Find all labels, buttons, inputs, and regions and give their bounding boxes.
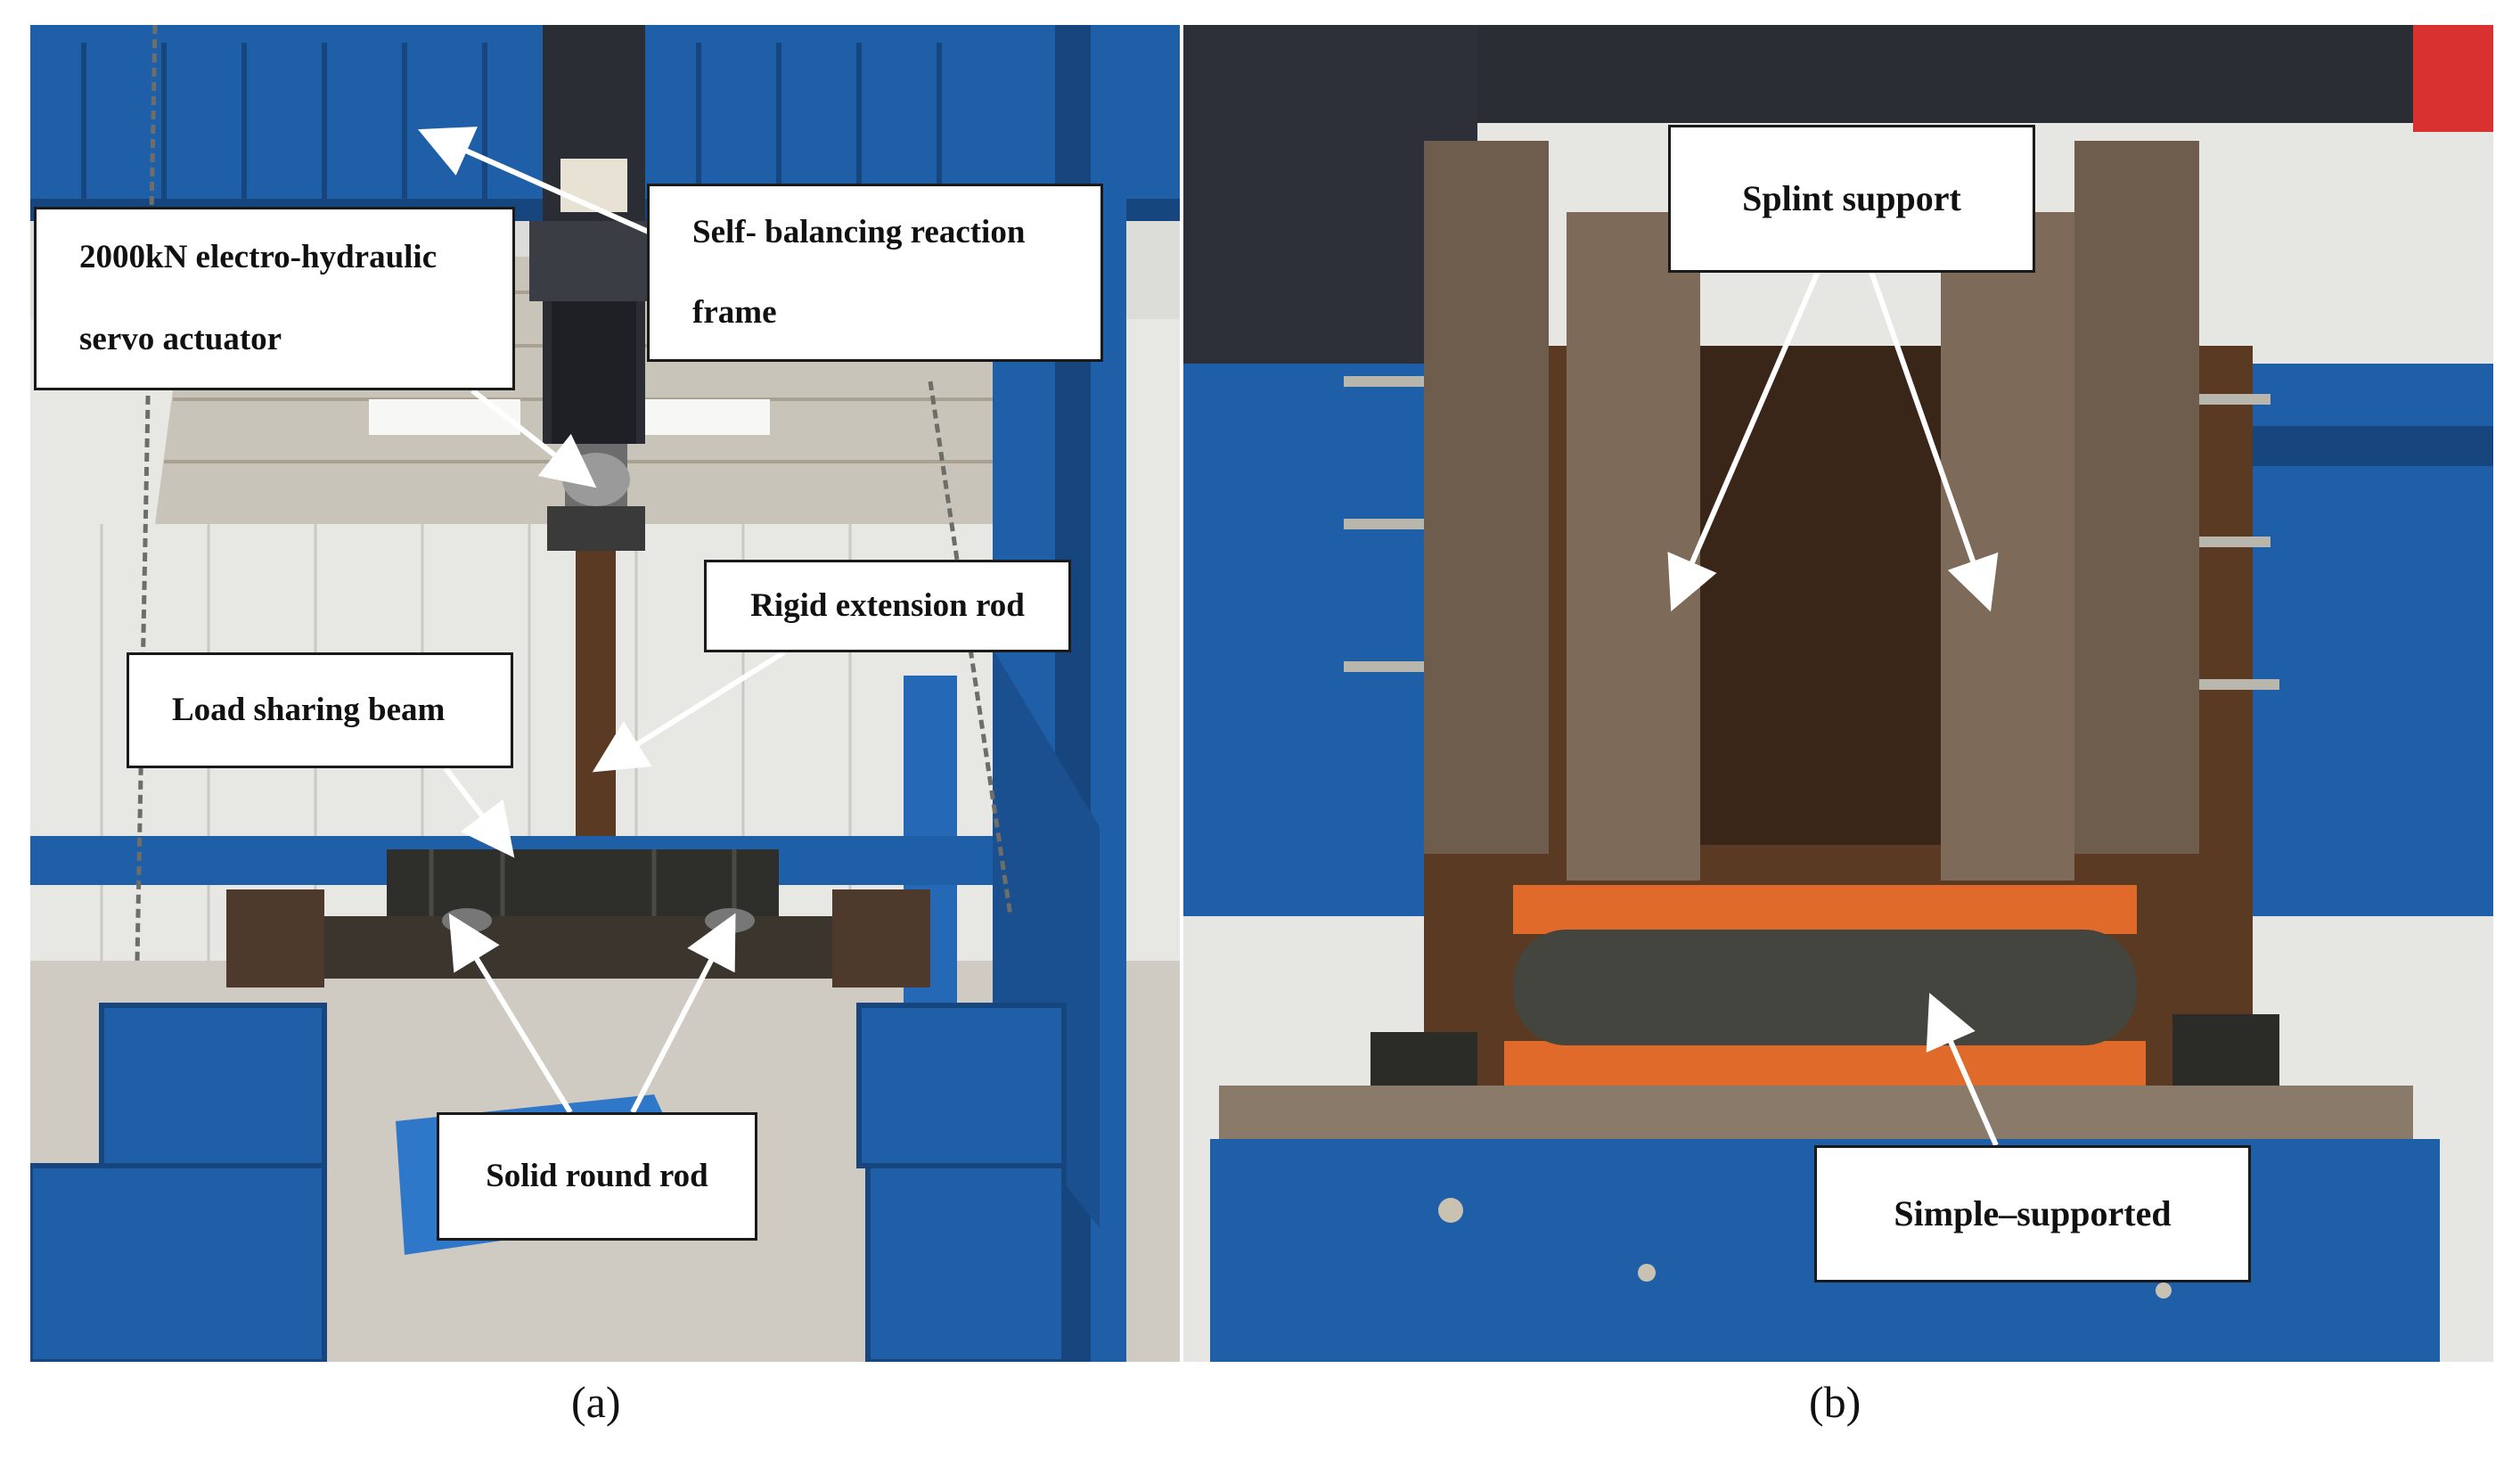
label-sharing-beam: Load sharing beam — [127, 652, 513, 768]
caption-a: (a) — [571, 1377, 621, 1427]
label-actuator-line2: servo actuator — [79, 321, 282, 357]
label-extension-rod: Rigid extension rod — [704, 560, 1071, 652]
caption-b: (b) — [1809, 1377, 1861, 1427]
label-reaction-frame-line2: frame — [692, 294, 777, 331]
label-simple-supported: Simple–supported — [1814, 1145, 2251, 1282]
label-actuator: 2000kN electro-hydraulic servo actuator — [34, 207, 515, 390]
label-reaction-frame-line1: Self- balancing reaction — [692, 214, 1026, 250]
label-round-rod: Solid round rod — [437, 1112, 757, 1241]
label-actuator-line1: 2000kN electro-hydraulic — [79, 239, 438, 275]
label-splint-support: Splint support — [1668, 125, 2035, 273]
label-reaction-frame: Self- balancing reaction frame — [647, 184, 1103, 362]
